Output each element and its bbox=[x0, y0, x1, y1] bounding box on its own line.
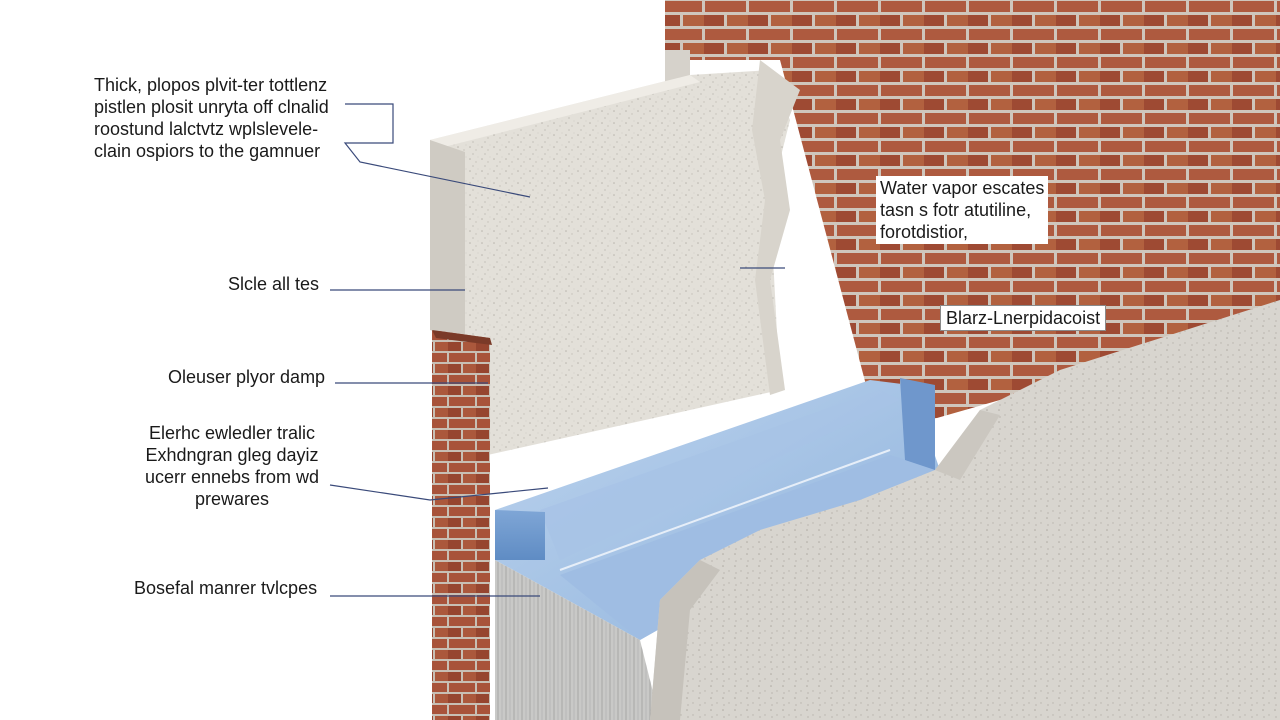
plaster-note-line: roostund lalctvtz wplslevele- bbox=[94, 119, 319, 139]
front-render bbox=[650, 300, 1280, 720]
plaster-note-line: pistlen plosit unryta off clnalid bbox=[94, 97, 329, 117]
plaster-note: Thick, plopos plvit-ter tottlenz pistlen… bbox=[94, 74, 329, 162]
water-vapor-line: Water vapor escates bbox=[880, 178, 1045, 198]
plaster-layer bbox=[430, 60, 800, 460]
water-vapor-note: Water vapor escates tasn s fotr atutilin… bbox=[876, 176, 1049, 244]
plaster-note-line: clain ospiors to the gamnuer bbox=[94, 141, 321, 161]
membrane-note-line: ucerr ennebs from wd bbox=[144, 467, 320, 487]
leader-plaster bbox=[343, 103, 531, 198]
brick-column bbox=[432, 330, 492, 720]
membrane-note-line: Elerhc ewledler tralic bbox=[148, 423, 316, 443]
brick-label: Blarz-Lnerpidacoist bbox=[940, 305, 1107, 331]
base-label: Bosefal manrer tvlcpes bbox=[134, 578, 318, 598]
side-label: Slcle all tes bbox=[228, 274, 320, 294]
membrane-note: Elerhc ewledler tralic Exhdngran gleg da… bbox=[132, 422, 332, 510]
water-vapor-line: forotdistior, bbox=[880, 222, 969, 242]
damp-label: Oleuser plyor damp bbox=[168, 367, 326, 387]
water-vapor-line: tasn s fotr atutiline, bbox=[880, 200, 1032, 220]
insulation-base bbox=[495, 560, 660, 720]
membrane-note-line: prewares bbox=[194, 489, 270, 509]
membrane-note-line: Exhdngran gleg dayiz bbox=[145, 445, 319, 465]
leader-lines bbox=[329, 103, 785, 597]
leader-membrane bbox=[329, 484, 549, 501]
plaster-note-line: Thick, plopos plvit-ter tottlenz bbox=[94, 75, 328, 95]
wall-top-ledge bbox=[665, 50, 690, 85]
